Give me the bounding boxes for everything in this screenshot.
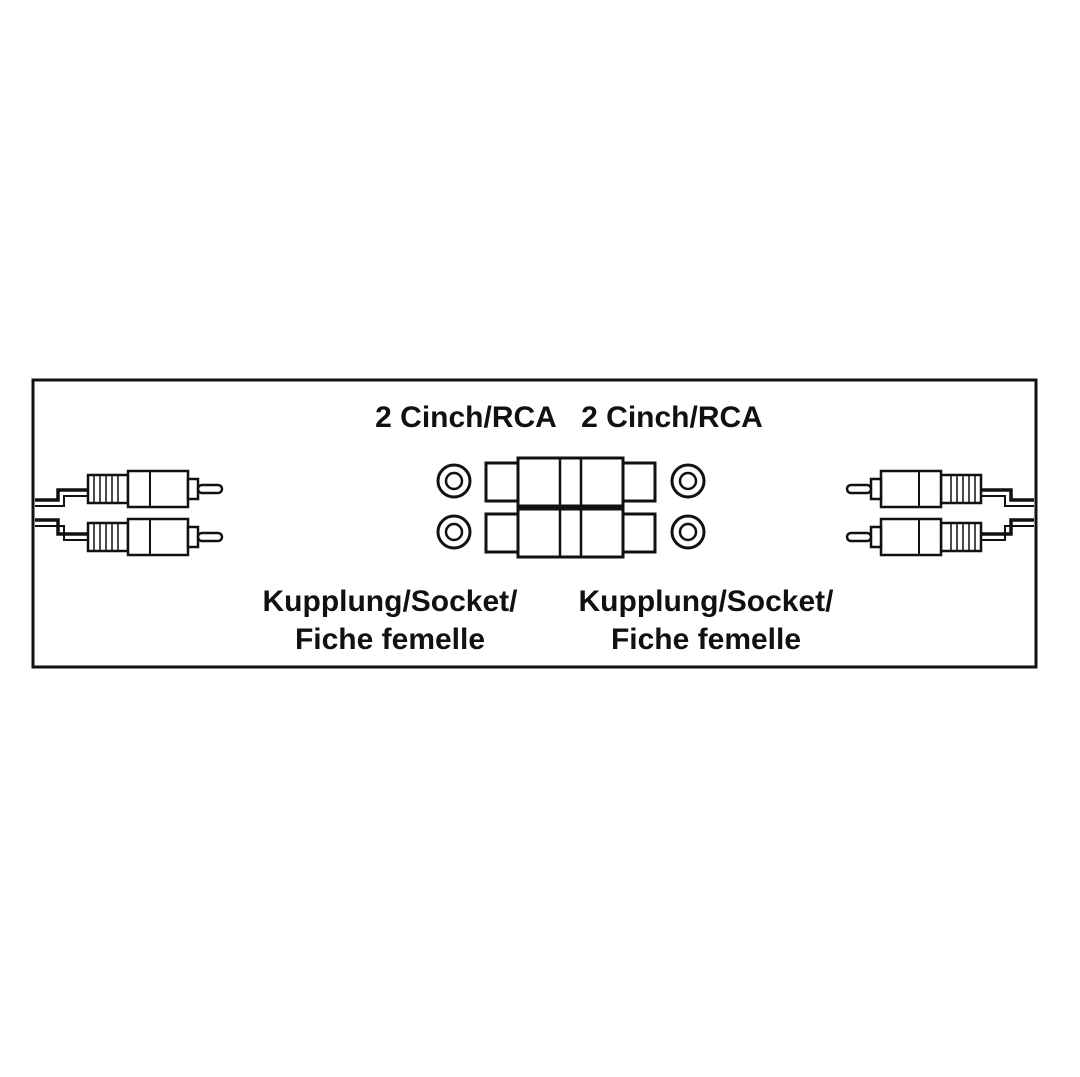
diagram-frame [31,378,1038,669]
left-rca-plug-bottom [35,517,224,557]
right-socket-face-top [670,463,706,499]
rca-coupler-top [484,456,657,508]
right-socket-face-bottom [670,514,706,550]
left-socket-face-bottom [436,514,472,550]
left-bottom-label-line2: Fiche femelle [295,623,485,656]
right-rca-plug-top [845,469,1034,509]
left-bottom-label-line1: Kupplung/Socket/ [263,585,519,618]
right-rca-plug-bottom [845,517,1034,557]
right-bottom-label-line1: Kupplung/Socket/ [579,585,835,618]
left-socket-face-top [436,463,472,499]
left-rca-plug-top [35,469,224,509]
right-bottom-label-line2: Fiche femelle [611,623,801,656]
right-top-label: 2 Cinch/RCA [581,401,763,434]
left-top-label: 2 Cinch/RCA [375,401,557,434]
rca-coupler-bottom [484,507,657,559]
